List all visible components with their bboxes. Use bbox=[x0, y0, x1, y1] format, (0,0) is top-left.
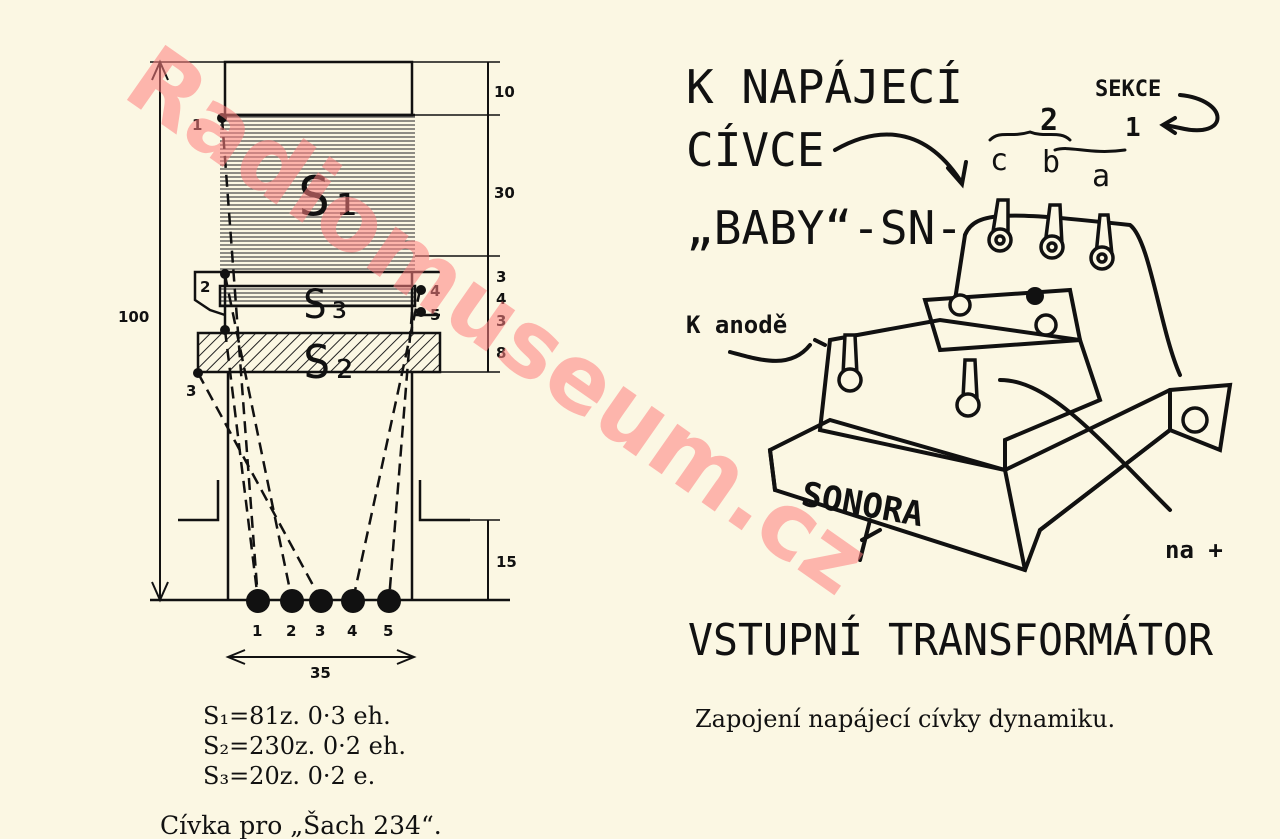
right-caption: Zapojení napájecí cívky dynamiku. bbox=[695, 705, 1115, 733]
heading-line: K NAPÁJECÍ bbox=[686, 60, 963, 114]
spec-s3: S₃=20z. 0·2 e. bbox=[203, 762, 375, 790]
label-s2: S₂ bbox=[303, 335, 358, 389]
dim-total: 100 bbox=[118, 308, 149, 326]
pin-3 bbox=[309, 589, 333, 613]
section-number-1: 1 bbox=[1125, 113, 1141, 143]
dim-s2: 8 bbox=[496, 344, 506, 362]
label-s1: S₁ bbox=[298, 165, 363, 228]
winding-specs: S₁=81z. 0·3 eh. S₂=230z. 0·2 eh. S₃=20z.… bbox=[203, 702, 406, 790]
heading-line: „BABY“-SN- bbox=[686, 201, 963, 255]
tap-dots bbox=[193, 113, 426, 378]
tap-label-4: 4 bbox=[430, 282, 440, 300]
coil-diagram bbox=[150, 59, 510, 665]
terminal-lugs bbox=[837, 198, 1209, 434]
section-label: SEKCE bbox=[1095, 77, 1161, 102]
pin-2 bbox=[280, 589, 304, 613]
terminal-b: b bbox=[1042, 145, 1060, 180]
dim-width: 35 bbox=[310, 664, 331, 682]
right-heading: K NAPÁJECÍ CÍVCE „BABY“-SN- bbox=[686, 60, 963, 255]
terminal-c: c bbox=[990, 143, 1008, 178]
dim-bottom: 15 bbox=[496, 553, 517, 571]
tap-label-3: 3 bbox=[186, 382, 196, 400]
lead-wires bbox=[196, 117, 422, 601]
left-caption: Cívka pro „Šach 234“. bbox=[160, 811, 442, 839]
pin-label: 5 bbox=[383, 622, 393, 640]
tap-label-2: 2 bbox=[200, 278, 210, 296]
pin-labels: 1 2 3 4 5 bbox=[252, 622, 393, 640]
pin-label: 4 bbox=[347, 622, 357, 640]
tap-label-5: 5 bbox=[430, 306, 440, 324]
label-s3: S₃ bbox=[303, 282, 351, 328]
transformer-title: VSTUPNÍ TRANSFORMÁTOR bbox=[688, 613, 1213, 666]
pin-4 bbox=[341, 589, 365, 613]
spec-s1: S₁=81z. 0·3 eh. bbox=[203, 702, 391, 730]
anode-label: K anodě bbox=[686, 311, 787, 339]
pin-label: 2 bbox=[286, 622, 296, 640]
transformer-drawing bbox=[728, 93, 1233, 573]
pin-1 bbox=[246, 589, 270, 613]
pin-label: 1 bbox=[252, 622, 262, 640]
screw-icon bbox=[1026, 287, 1044, 305]
dim-gap1: 3 bbox=[496, 268, 506, 286]
tap-label-1: 1 bbox=[192, 116, 202, 134]
spec-s2: S₂=230z. 0·2 eh. bbox=[203, 732, 406, 760]
heading-line: CÍVCE bbox=[686, 123, 824, 177]
winding-s1 bbox=[220, 115, 415, 272]
arrow-to-terminals bbox=[833, 132, 962, 182]
dim-gap2: 3 bbox=[496, 312, 506, 330]
pin-label: 3 bbox=[315, 622, 325, 640]
dim-s1: 30 bbox=[494, 184, 515, 202]
winding-s3 bbox=[218, 284, 417, 308]
dim-s3: 4 bbox=[496, 290, 506, 308]
connector-pins bbox=[246, 589, 401, 613]
section-number-2: 2 bbox=[1040, 103, 1058, 138]
plus-label: na + bbox=[1165, 536, 1223, 564]
dim-top: 10 bbox=[494, 83, 515, 101]
pin-5 bbox=[377, 589, 401, 613]
terminal-a: a bbox=[1092, 159, 1110, 194]
